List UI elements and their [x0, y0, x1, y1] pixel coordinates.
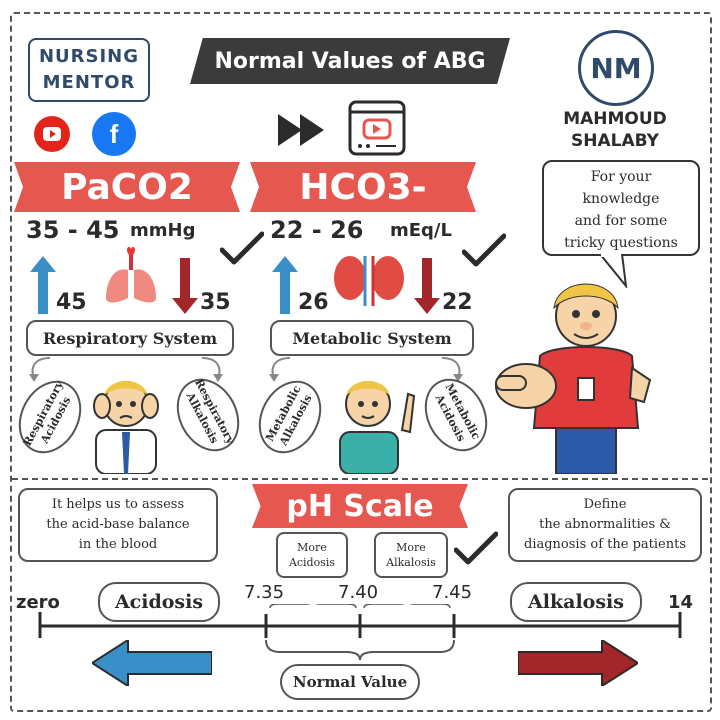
more-alkalosis-label: More Alkalosis	[374, 532, 448, 578]
more-alkalosis-line: More	[396, 541, 426, 554]
hco3-low-value: 22	[442, 290, 473, 315]
alkalosis-direction-arrow	[517, 638, 640, 690]
note-line: in the blood	[78, 537, 158, 552]
ph-scale-line	[30, 599, 694, 668]
section-divider	[12, 478, 708, 480]
paco2-banner: PaCO2	[14, 162, 240, 212]
metabolic-system-label: Metabolic System	[270, 320, 474, 356]
author-name: MAHMOUD SHALABY	[540, 108, 690, 152]
note-line: It helps us to assess	[51, 497, 185, 512]
video-player-icon	[348, 100, 406, 160]
speech-line: and for some	[574, 213, 668, 229]
normal-value-pill: Normal Value	[280, 664, 420, 700]
respiratory-system-label: Respiratory System	[26, 320, 234, 356]
curved-arrow-icon	[266, 356, 296, 388]
paco2-range: 35 - 45	[26, 216, 120, 244]
alkalosis-pill: Alkalosis	[510, 582, 642, 622]
arrow-up-icon	[272, 256, 298, 318]
hco3-range: 22 - 26	[270, 216, 364, 244]
note-line: diagnosis of the patients	[524, 537, 686, 552]
ph-zero-label: zero	[16, 592, 60, 613]
arrow-up-icon	[30, 256, 56, 318]
more-acidosis-line: Acidosis	[288, 556, 336, 569]
ph-745-label: 7.45	[432, 582, 473, 603]
fast-forward-icon	[278, 112, 328, 152]
arrow-down-icon	[172, 258, 198, 318]
speech-bubble-tail	[597, 253, 630, 292]
speech-line: tricky questions	[564, 235, 678, 251]
paco2-high-value: 45	[56, 290, 87, 315]
author-last-name: SHALABY	[571, 131, 659, 151]
acidosis-pill: Acidosis	[98, 582, 220, 622]
author-first-name: MAHMOUD	[563, 109, 667, 129]
hco3-banner: HCO3-	[250, 162, 476, 212]
page-frame	[10, 12, 712, 712]
acidosis-direction-arrow	[90, 638, 213, 690]
curved-arrow-icon	[436, 356, 466, 388]
curved-arrow-icon	[26, 356, 56, 388]
checkmark-icon	[219, 230, 265, 270]
note-line: the abnormalities &	[539, 517, 671, 532]
more-acidosis-label: More Acidosis	[276, 532, 348, 578]
stressed-person-illustration	[82, 366, 170, 478]
page-title: Normal Values of ABG	[190, 38, 510, 84]
kidneys-icon	[332, 252, 406, 312]
youtube-icon[interactable]	[34, 116, 70, 152]
curved-arrow-icon	[196, 356, 226, 388]
ph-scale-banner: pH Scale	[252, 484, 468, 528]
ph-735-label: 7.35	[244, 582, 285, 603]
nursing-mentor-logo: NURSING MENTOR	[28, 38, 150, 102]
pointing-man-illustration	[492, 268, 662, 478]
thinking-person-illustration	[322, 366, 422, 478]
paco2-unit: mmHg	[130, 220, 196, 241]
ph-740-label: 7.40	[338, 582, 379, 603]
speech-line: knowledge	[582, 191, 660, 207]
note-line: the acid-base balance	[46, 517, 190, 532]
arrow-down-icon	[414, 258, 440, 318]
author-monogram-logo: NM	[578, 30, 654, 106]
speech-line: For your	[590, 169, 652, 185]
ph-14-label: 14	[668, 592, 694, 613]
logo-line-2: MENTOR	[42, 72, 136, 93]
facebook-icon[interactable]: f	[92, 112, 136, 156]
more-acidosis-line: More	[297, 541, 327, 554]
checkmark-icon	[453, 530, 499, 570]
lungs-icon	[100, 246, 162, 312]
ph-purpose-note: It helps us to assess the acid-base bala…	[18, 488, 218, 562]
note-line: Define	[583, 497, 627, 512]
hco3-unit: mEq/L	[390, 220, 452, 241]
hco3-high-value: 26	[298, 290, 329, 315]
ph-define-note: Define the abnormalities & diagnosis of …	[508, 488, 702, 562]
paco2-low-value: 35	[200, 290, 231, 315]
more-alkalosis-line: Alkalosis	[386, 556, 436, 569]
speech-bubble: For your knowledge and for some tricky q…	[542, 160, 700, 256]
logo-line-1: NURSING	[38, 46, 140, 67]
checkmark-icon	[461, 232, 507, 272]
